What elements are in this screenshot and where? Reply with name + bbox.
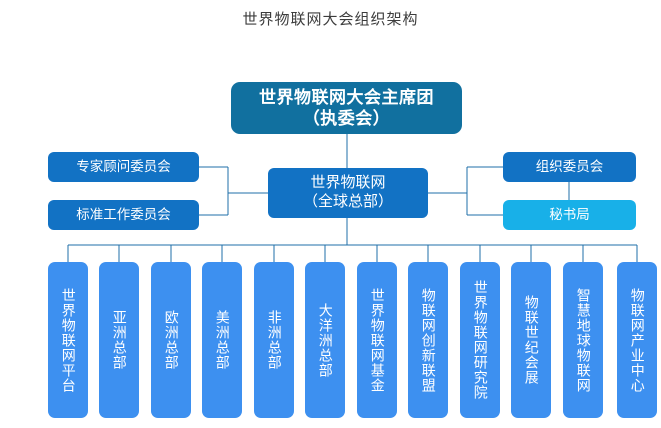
node-branch-2[interactable]: 亚洲总部 xyxy=(99,262,139,418)
node-branch-4[interactable]: 美洲总部 xyxy=(202,262,242,418)
node-headquarters-text: 世界物联网 （全球总部） xyxy=(303,174,393,212)
node-branch-8[interactable]: 物联网创新联盟 xyxy=(408,262,448,418)
node-expert-advisory-committee[interactable]: 专家顾问委员会 xyxy=(48,152,199,182)
node-headquarters[interactable]: 世界物联网 （全球总部） xyxy=(268,168,428,218)
node-presidium-text: 世界物联网大会主席团 （执委会） xyxy=(259,87,434,130)
connector-lines xyxy=(67,134,638,262)
node-presidium[interactable]: 世界物联网大会主席团 （执委会） xyxy=(231,82,462,134)
node-branch-7[interactable]: 世界物联网基金 xyxy=(357,262,397,418)
node-branch-12[interactable]: 物联网产业中心 xyxy=(617,262,657,418)
node-branch-9[interactable]: 世界物联网研究院 xyxy=(460,262,500,418)
node-branch-10[interactable]: 物联世纪会展 xyxy=(511,262,551,418)
node-headquarters-line1: 世界物联网 xyxy=(310,174,386,192)
node-branch-6[interactable]: 大洋洲总部 xyxy=(305,262,345,418)
node-organizing-committee[interactable]: 组织委员会 xyxy=(503,152,636,182)
node-branch-5[interactable]: 非洲总部 xyxy=(254,262,294,418)
page-header: 世界物联网大会组织架构 xyxy=(0,0,661,40)
node-secretariat[interactable]: 秘书局 xyxy=(503,200,636,230)
node-headquarters-line2: （全球总部） xyxy=(302,193,393,210)
node-branch-3[interactable]: 欧洲总部 xyxy=(151,262,191,418)
node-presidium-line2: （执委会） xyxy=(302,109,391,128)
page-title-text: 世界物联网大会组织架构 xyxy=(228,11,433,28)
org-chart: 世界物联网大会主席团 （执委会） 世界物联网 （全球总部） 专家顾问委员会 标准… xyxy=(0,40,661,428)
node-branch-1[interactable]: 世界物联网平台 xyxy=(48,262,88,418)
node-branch-11[interactable]: 智慧地球物联网 xyxy=(563,262,603,418)
node-standards-working-committee[interactable]: 标准工作委员会 xyxy=(48,200,199,230)
node-presidium-line1: 世界物联网大会主席团 xyxy=(259,87,434,107)
page-title: 世界物联网大会组织架构 xyxy=(0,8,661,29)
